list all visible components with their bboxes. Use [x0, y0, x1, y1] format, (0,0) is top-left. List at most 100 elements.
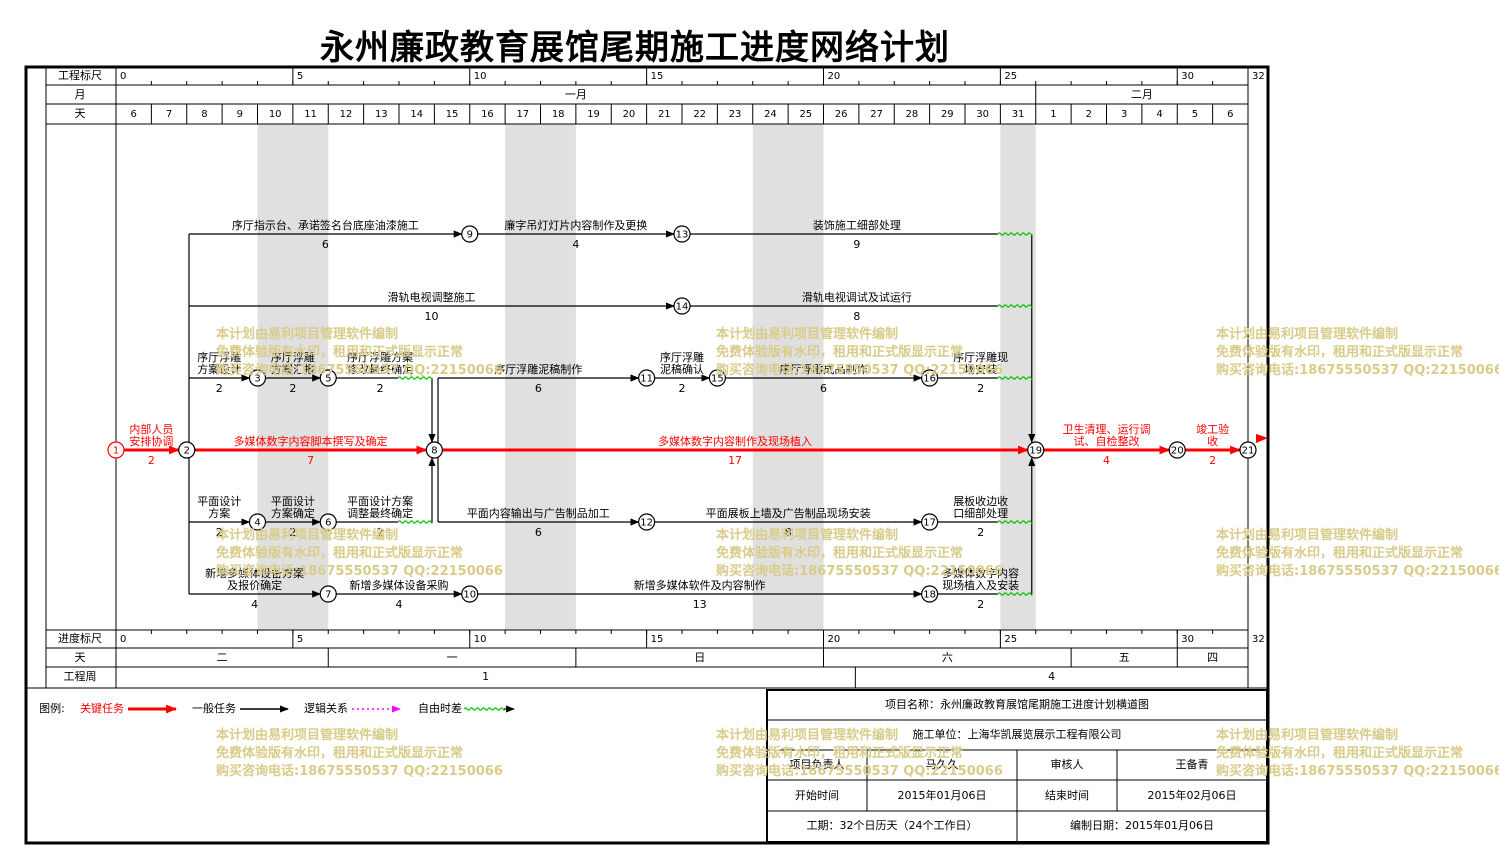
- task-label: 序厅浮雕成品制作: [780, 362, 868, 376]
- day-cell: 9: [237, 109, 243, 120]
- start-label: 开始时间: [795, 788, 839, 802]
- contractor-text: 施工单位：上海华凯展览展示工程有限公司: [913, 727, 1122, 741]
- float-wave-17-19: [997, 520, 1033, 524]
- day-cell: 20: [623, 109, 636, 120]
- task-duration: 2: [977, 598, 984, 611]
- scale-number: 20: [828, 71, 841, 82]
- week-cell: 1: [482, 670, 489, 683]
- day-cell: 30: [976, 109, 989, 120]
- node-number: 1: [113, 446, 119, 457]
- task-duration: 4: [396, 598, 403, 611]
- progress-number: 25: [1004, 634, 1017, 645]
- node-circle: [638, 369, 656, 387]
- task-duration: 4: [1103, 454, 1110, 467]
- float-wave-6-8: [397, 520, 433, 524]
- node-circle: [708, 369, 726, 387]
- day-cell: 6: [131, 109, 137, 120]
- day-cell: 4: [1156, 109, 1162, 120]
- weekday-cell: 一: [447, 651, 458, 664]
- day-cell: 7: [166, 109, 172, 120]
- node-circle: [248, 513, 267, 531]
- scale-number: 25: [1004, 71, 1017, 82]
- day-cell: 16: [481, 109, 494, 120]
- weekday-cell: 二: [217, 651, 228, 664]
- task-label: 序厅浮雕: [197, 350, 241, 364]
- float-wave-18-19: [997, 592, 1033, 596]
- scale-number: 32: [1252, 71, 1265, 82]
- day-cell: 14: [410, 109, 423, 120]
- node-number: 12: [640, 518, 653, 529]
- node-number: 19: [1029, 446, 1042, 457]
- task-label: 及报价确定: [227, 578, 282, 592]
- day-cell: 13: [375, 109, 388, 120]
- task-label: 序厅浮雕方案: [347, 350, 413, 364]
- work-scale-label: 工程标尺: [58, 68, 102, 82]
- day-label: 天: [75, 107, 86, 120]
- legend-item-label: 逻辑关系: [304, 701, 348, 715]
- month-cell: 二月: [1131, 88, 1153, 101]
- task-label: 序厅指示台、承诺签名台底座油漆施工: [232, 218, 419, 232]
- task-duration: 13: [693, 598, 707, 611]
- task-duration: 6: [535, 382, 542, 395]
- progress-scale-label: 进度标尺: [58, 631, 102, 645]
- weekday-cell: 六: [942, 651, 953, 664]
- manager-value: 马久久: [926, 758, 959, 771]
- task-duration: 6: [535, 526, 542, 539]
- week-label: 工程周: [64, 670, 97, 683]
- progress-number: 20: [828, 634, 841, 645]
- weekday-label: 天: [75, 651, 86, 664]
- task-label: 修改最终确定: [347, 362, 413, 376]
- task-label: 多媒体数字内容脚本撰写及确定: [234, 434, 388, 448]
- node-circle: [673, 297, 691, 315]
- weekday-cell: 日: [694, 651, 705, 664]
- task-duration: 2: [977, 526, 984, 539]
- node-circle: [248, 369, 267, 387]
- node-circle: [461, 585, 479, 603]
- weekend-shade: [505, 124, 576, 630]
- progress-number: 5: [297, 634, 303, 645]
- task-duration: 2: [289, 526, 296, 539]
- progress-number: 10: [474, 634, 487, 645]
- node-circle: [921, 369, 939, 387]
- node-number: 14: [676, 302, 689, 313]
- float-wave-13-19: [997, 232, 1033, 236]
- outer-frame: [24, 65, 1270, 845]
- progress-number: 15: [651, 634, 664, 645]
- end-label: 结束时间: [1045, 789, 1089, 802]
- day-cell: 18: [552, 109, 565, 120]
- task-duration: 2: [377, 382, 384, 395]
- node-number: 17: [923, 518, 936, 529]
- day-cell: 1: [1050, 109, 1056, 120]
- task-label: 平面设计: [197, 495, 241, 508]
- task-label: 新增多媒体设备采购: [350, 578, 449, 592]
- node-number: 11: [640, 374, 653, 385]
- task-duration: 2: [679, 382, 686, 395]
- task-label: 平面设计: [271, 495, 315, 508]
- day-cell: 29: [941, 109, 954, 120]
- float-wave-14-19: [997, 304, 1033, 308]
- duration-text: 工期：32个日历天（24个工作日）: [807, 819, 978, 832]
- node-number: 20: [1171, 446, 1184, 457]
- task-label: 平面内容输出与广告制品加工: [467, 506, 610, 520]
- task-label: 滑轨电视调整施工: [388, 290, 476, 304]
- task-label: 方案: [208, 506, 230, 520]
- day-cell: 24: [764, 109, 777, 120]
- task-duration: 17: [728, 454, 742, 467]
- node-circle: [107, 441, 125, 459]
- node-circle: [461, 225, 479, 243]
- node-circle: [921, 513, 939, 531]
- task-label: 试、自检整改: [1074, 434, 1140, 448]
- page-title: 永州廉政教育展馆尾期施工进度网络计划: [320, 28, 950, 68]
- node-number: 10: [463, 590, 476, 601]
- month-cell: 一月: [565, 88, 587, 101]
- day-cell: 5: [1192, 109, 1198, 120]
- task-label: 新增多媒体软件及内容制作: [634, 578, 766, 592]
- task-label: 泥稿确认: [660, 362, 704, 376]
- node-number: 18: [923, 590, 936, 601]
- task-duration: 6: [820, 382, 827, 395]
- task-duration: 6: [322, 238, 329, 251]
- start-value: 2015年01月06日: [898, 788, 987, 802]
- manager-label: 项目负责人: [790, 757, 845, 771]
- week-cell: 4: [1048, 670, 1055, 683]
- task-duration: 2: [216, 526, 223, 539]
